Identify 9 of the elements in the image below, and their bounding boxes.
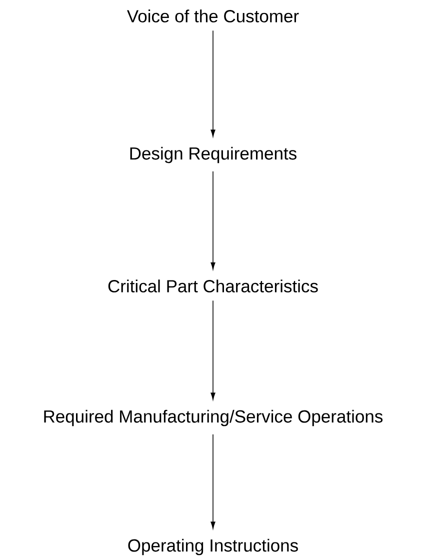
step-label: Voice of the Customer [127, 10, 299, 22]
arrow [210, 170, 216, 270]
step-label: Required Manufacturing/Service Operations [44, 410, 383, 426]
step-label: Operating Instructions [128, 538, 298, 556]
arrow [210, 30, 216, 137]
arrow [210, 434, 216, 529]
step-label: Design Requirements [130, 146, 296, 164]
arrow [210, 300, 216, 400]
step-label: Critical Part Characteristics [108, 280, 318, 292]
